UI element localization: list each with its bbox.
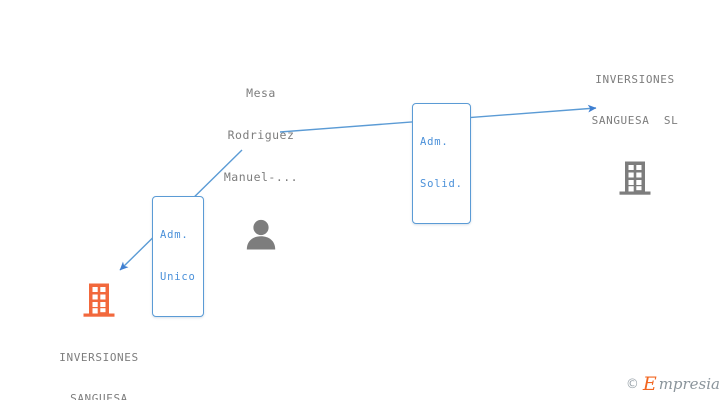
node-company-top-right-icon-wrap: [562, 160, 708, 196]
node-person-label-line-1: Mesa: [246, 86, 276, 100]
edge-label-adm-solid-line-1: Adm.: [420, 136, 449, 148]
edge-label-adm-solid[interactable]: Adm. Solid.: [412, 103, 471, 224]
node-company-inversiones-sanguesa-ibiza-sl[interactable]: INVERSIONES SANGUESA IBIZA SL: [26, 282, 172, 400]
node-company-bottom-left-icon-wrap: [26, 282, 172, 318]
node-person-mesa-rodriguez-manuel[interactable]: Mesa Rodriguez Manuel-...: [206, 58, 316, 252]
node-person-label-line-2: Rodriguez: [227, 128, 295, 142]
node-company-top-right-label-line-1: INVERSIONES: [595, 73, 675, 86]
edge-label-adm-unico[interactable]: Adm. Unico: [152, 196, 204, 317]
building-icon: [619, 161, 651, 195]
node-company-bottom-left-label-line-2: SANGUESA: [70, 391, 128, 400]
node-person-icon-wrap: [206, 216, 316, 252]
node-company-top-right-label-line-2: SANGUESA SL: [591, 113, 679, 127]
node-company-inversiones-sanguesa-sl[interactable]: INVERSIONES SANGUESA SL: [562, 46, 708, 196]
node-company-bottom-left-label-line-1: INVERSIONES: [59, 351, 139, 364]
edge-label-adm-unico-line-2: Unico: [160, 271, 196, 283]
watermark-brand-rest: mpresia: [658, 375, 720, 393]
node-person-label: Mesa Rodriguez Manuel-...: [206, 58, 316, 212]
empresia-watermark: © E mpresia: [626, 375, 720, 394]
copyright-icon: ©: [625, 377, 639, 392]
person-icon: [246, 219, 276, 250]
watermark-brand-initial: E: [642, 373, 657, 395]
node-company-top-right-label: INVERSIONES SANGUESA SL: [562, 46, 708, 154]
edge-label-adm-unico-line-1: Adm.: [160, 229, 189, 241]
edge-label-adm-solid-line-2: Solid.: [420, 178, 463, 190]
node-person-label-line-3: Manuel-...: [223, 170, 299, 184]
node-company-bottom-left-label: INVERSIONES SANGUESA IBIZA SL: [26, 324, 172, 400]
building-icon: [83, 283, 115, 317]
